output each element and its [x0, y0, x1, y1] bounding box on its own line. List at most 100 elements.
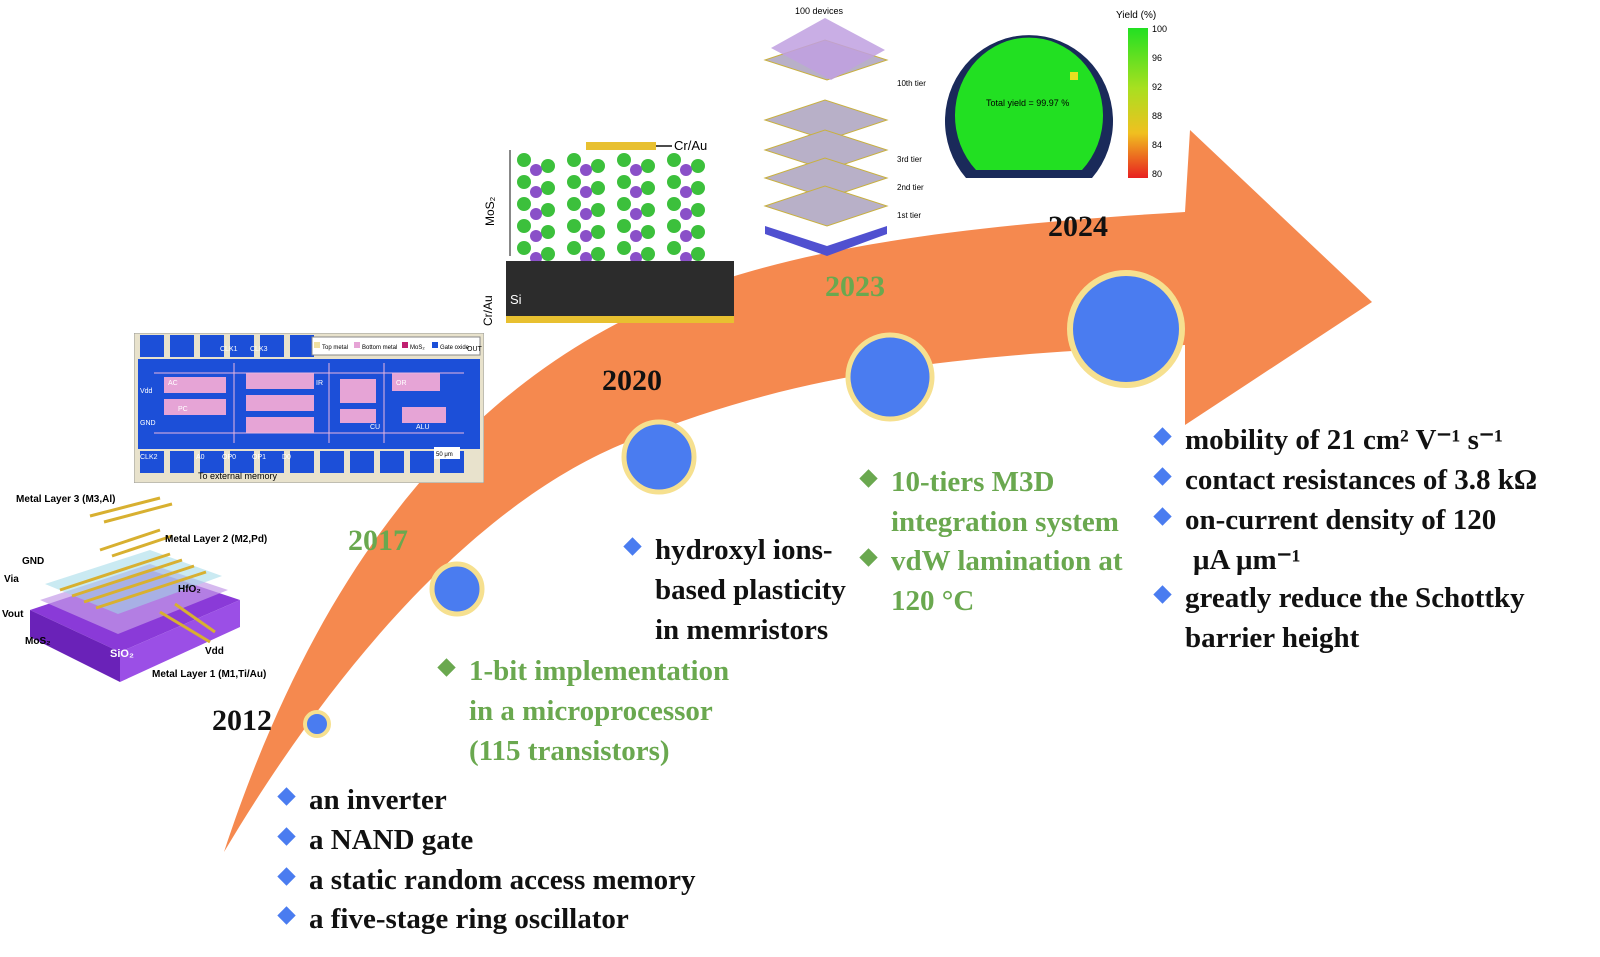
label-out: OUT [467, 346, 483, 353]
sulfur-atom [667, 219, 681, 233]
tier-base [765, 226, 887, 256]
bullet-text: an inverter [309, 784, 447, 816]
legend-top-metal: Top metal [322, 345, 348, 351]
sulfur-atom [517, 219, 531, 233]
sulfur-atom [591, 203, 605, 217]
bullet-text: vdW lamination at [891, 545, 1123, 577]
bullet-text-cont: μA μm⁻¹ [1193, 544, 1301, 576]
figure-2012-layered-circuit: Metal Layer 3 (M3,Al) Metal Layer 2 (M2,… [2, 494, 267, 682]
diamond-bullet-icon [277, 787, 296, 806]
sulfur-atom [691, 159, 705, 173]
figure-2020-mos2-structure: Cr/Au Si MoS₂ Cr/Au [481, 138, 734, 326]
tier-layer [763, 99, 889, 141]
node-2020 [621, 419, 697, 495]
year-2024: 2024 [1048, 210, 1108, 243]
label-clk3: CLK3 [250, 346, 268, 353]
sulfur-atom [567, 175, 581, 189]
sulfur-atom [591, 159, 605, 173]
bullet-text: a NAND gate [309, 824, 474, 856]
label-or: OR [396, 380, 407, 387]
sulfur-atom [617, 219, 631, 233]
sulfur-atom [541, 225, 555, 239]
sulfur-atom [667, 241, 681, 255]
bottom-electrode [506, 316, 734, 323]
sulfur-atom [517, 197, 531, 211]
colorbar-tick-label: 100 [1152, 24, 1167, 34]
label-cu: CU [370, 424, 380, 431]
label-10th-tier: 10th tier [897, 79, 926, 88]
legend-swatch-top [314, 342, 320, 348]
sulfur-atom [691, 247, 705, 261]
sulfur-atom [617, 197, 631, 211]
bullet-2012-1: an inverter [277, 780, 447, 820]
bullet-text-cont: in memristors [655, 614, 829, 646]
colorbar-tick-label: 80 [1152, 169, 1162, 179]
figure-2023-tier-stack: 100 devices 10th tier 3rd tier 2nd tier … [763, 6, 926, 256]
bullet-2020: hydroxyl ions- based plasticity in memri… [623, 530, 846, 650]
diamond-bullet-icon [1153, 427, 1172, 446]
sulfur-atom [541, 159, 555, 173]
sulfur-atom [567, 241, 581, 255]
timeline-nodes [303, 270, 1185, 738]
bullet-2024-4: greatly reduce the Schottky barrier heig… [1153, 578, 1525, 658]
tier-layers [763, 39, 889, 256]
diamond-bullet-icon [859, 548, 878, 567]
bullet-2024-2: contact resistances of 3.8 kΩ [1153, 460, 1537, 500]
label-a0: A0 [196, 454, 205, 461]
scale-box [434, 447, 460, 459]
sulfur-atom [641, 181, 655, 195]
sulfur-atom [517, 241, 531, 255]
label-metal-layer-3: Metal Layer 3 (M3,Al) [16, 494, 115, 505]
sulfur-atom [617, 241, 631, 255]
diamond-bullet-icon [437, 658, 456, 677]
label-scale-bar: 50 μm [436, 452, 453, 458]
molybdenum-atom [680, 164, 692, 176]
bullet-2023-2: vdW lamination at 120 °C [859, 541, 1123, 621]
year-2023: 2023 [825, 270, 885, 303]
diamond-bullet-icon [1153, 507, 1172, 526]
figure-2017-microprocessor: Top metal Bottom metal MoS₂ Gate oxide C… [134, 333, 484, 483]
bullet-text-cont: barrier height [1185, 622, 1360, 654]
sulfur-atom [667, 175, 681, 189]
mos2-atoms [517, 153, 705, 264]
legend-swatch-gate [432, 342, 438, 348]
molybdenum-atom [580, 208, 592, 220]
top-electrode [586, 142, 656, 150]
legend-swatch-mos2 [402, 342, 408, 348]
diamond-bullet-icon [1153, 467, 1172, 486]
bullet-text: hydroxyl ions- [655, 534, 833, 566]
label-mos2: MoS₂ [483, 196, 497, 226]
node-2017 [429, 561, 485, 617]
bullet-text: mobility of 21 cm² V⁻¹ s⁻¹ [1185, 424, 1503, 456]
tier-layer [763, 129, 889, 171]
colorbar-tick-label: 96 [1152, 53, 1162, 63]
sulfur-atom [617, 153, 631, 167]
label-hfo2: HfO₂ [178, 584, 201, 595]
bullet-2012-3: a static random access memory [277, 860, 696, 900]
bullet-2012-2: a NAND gate [277, 820, 474, 860]
sulfur-atom [517, 153, 531, 167]
label-vdd: Vdd [205, 646, 224, 657]
molybdenum-atom [630, 186, 642, 198]
wafer-yield-area [955, 37, 1103, 171]
bullet-text-cont: based plasticity [655, 574, 846, 606]
year-2017: 2017 [348, 524, 408, 557]
sulfur-atom [567, 219, 581, 233]
label-cr-au-top: Cr/Au [674, 138, 707, 153]
bullet-text-cont: in a microprocessor [469, 695, 713, 727]
label-gnd: GND [140, 420, 156, 427]
molybdenum-atom [680, 186, 692, 198]
molybdenum-atom [530, 186, 542, 198]
colorbar-tick-label: 92 [1152, 82, 1162, 92]
label-2nd-tier: 2nd tier [897, 183, 924, 192]
diamond-bullet-icon [277, 906, 296, 925]
label-d0: D0 [282, 454, 291, 461]
legend-gate-oxide: Gate oxide [440, 345, 470, 351]
bullet-2012-4: a five-stage ring oscillator [277, 899, 629, 939]
sulfur-atom [691, 203, 705, 217]
sulfur-atom [541, 181, 555, 195]
bullet-text: 1-bit implementation [469, 655, 730, 687]
